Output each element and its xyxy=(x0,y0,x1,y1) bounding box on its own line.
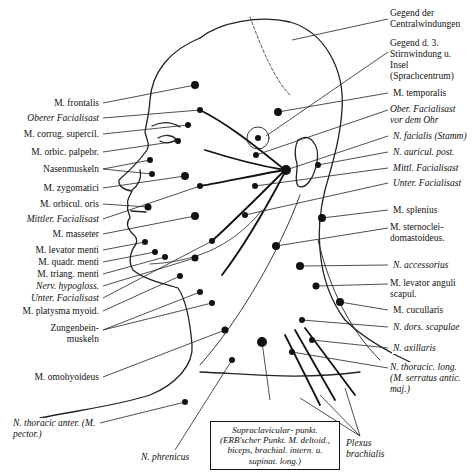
muscle-label: N. accessorius xyxy=(392,260,449,271)
muscle-label: Mittl. Facialisast xyxy=(392,163,459,174)
jaw-line xyxy=(150,210,262,264)
muscle-label: M. triang. menti xyxy=(36,269,100,280)
muscle-label: M. orbic. palpebr. xyxy=(30,147,100,158)
muscle-label: Zungenbein- muskeln xyxy=(43,323,100,345)
speech-region xyxy=(247,127,269,149)
muscle-label: M. sternoclei- domastoideus. xyxy=(389,222,471,244)
face-profile xyxy=(40,38,200,418)
muscle-label: M. levator menti xyxy=(34,245,100,256)
muscle-label: N. facialis (Stamm) xyxy=(392,131,468,142)
muscle-label: Ober. Facialisast vor dem Ohr xyxy=(389,104,471,126)
skull-outline xyxy=(200,19,470,385)
muscle-label: N. thoracic. long. (M. serratus antic. m… xyxy=(389,362,471,395)
muscle-label: M. corrug. supercil. xyxy=(23,129,100,140)
muscle-label: N. dors. scapulae xyxy=(392,322,461,333)
muscle-label: M. splenius xyxy=(392,205,438,216)
muscle-label: Nasenmuskeln xyxy=(42,164,100,175)
muscle-label: N. auricul. post. xyxy=(392,147,456,158)
muscle-label: Mittler. Facialisast xyxy=(26,214,100,225)
muscle-label: Gegend der Centralwindungen xyxy=(389,8,471,30)
muscle-label: N. axillaris xyxy=(392,343,437,354)
box-text: Supraclavicular- punkt. (ERB'scher Punkt… xyxy=(215,425,335,466)
muscle-label: M. orbicul. oris xyxy=(39,199,100,210)
muscle-label: M. zygomatici xyxy=(43,183,100,194)
muscle-label: Unter. Facialisast xyxy=(392,178,462,189)
muscle-label: M. platysma myoid. xyxy=(21,306,100,317)
leader-lines xyxy=(100,19,388,450)
muscle-label: N. thoracic anter. (M. pector.) xyxy=(12,418,99,440)
brain-region xyxy=(250,17,290,95)
nerve-branches xyxy=(200,110,355,405)
muscle-label: M. frontalis xyxy=(53,98,100,109)
muscle-label: Unter. Facialisast xyxy=(30,293,100,304)
muscle-label: Gegend d. 3. Stirnwindung u. Insel (Spra… xyxy=(389,38,471,82)
muscle-label: M. cucullaris xyxy=(392,305,444,316)
point-box: Supraclavicular- punkt. (ERB'scher Punkt… xyxy=(210,421,340,470)
muscle-label: M. levator anguli scapul. xyxy=(389,278,471,300)
muscle-label: Plexus brachialis xyxy=(345,438,407,460)
muscle-label: M. masseter xyxy=(52,229,100,240)
muscle-label: Oberer Facialisast xyxy=(26,113,100,124)
muscle-label: Nerv. hypogloss. xyxy=(35,281,100,292)
muscle-label: N. phrenicus xyxy=(140,452,190,463)
motor-points xyxy=(142,81,344,405)
muscle-label: M. quadr. menti xyxy=(37,257,100,268)
muscle-label: M. omohyoideus xyxy=(34,372,100,383)
neck-muscle xyxy=(200,195,380,365)
muscle-label: M. temporalis xyxy=(392,88,447,99)
